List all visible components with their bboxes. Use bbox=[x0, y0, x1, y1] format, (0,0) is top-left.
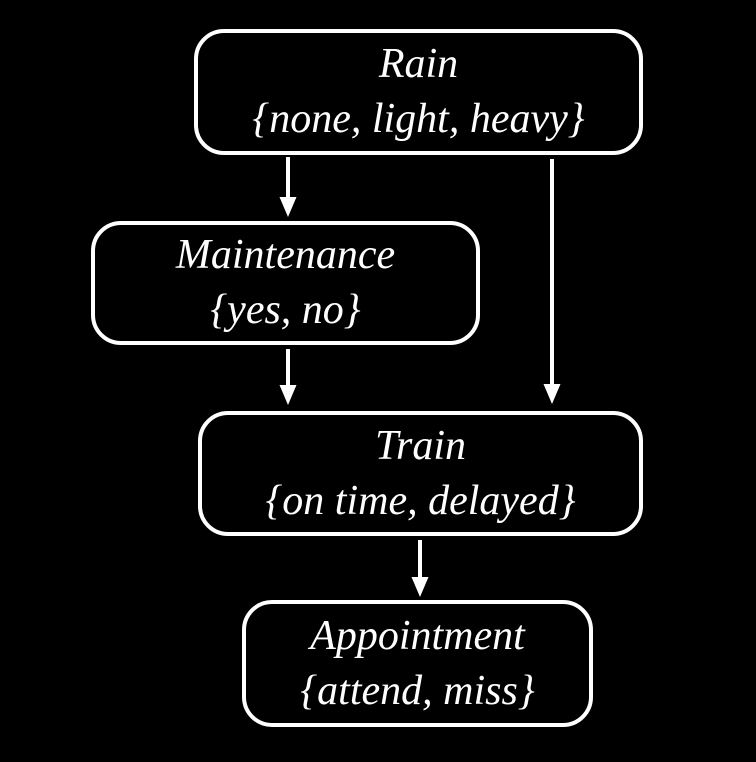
node-rain: Rain {none, light, heavy} bbox=[194, 29, 643, 155]
edge-rain-to-maintenance-arrowhead-icon bbox=[279, 197, 297, 217]
edge-rain-to-train-arrowhead-icon bbox=[543, 384, 561, 404]
node-train-values: {on time, delayed} bbox=[265, 477, 576, 524]
edge-maintenance-to-train-arrowhead-icon bbox=[279, 385, 297, 405]
edge-rain-to-maintenance bbox=[279, 157, 297, 217]
node-rain-label: Rain bbox=[378, 41, 459, 88]
edge-rain-to-train bbox=[543, 159, 561, 404]
node-rain-values: {none, light, heavy} bbox=[252, 96, 585, 142]
node-appointment-label: Appointment bbox=[310, 612, 525, 659]
node-appointment: Appointment {attend, miss} bbox=[242, 600, 593, 727]
node-train: Train {on time, delayed} bbox=[198, 411, 643, 536]
edge-train-to-appointment bbox=[411, 540, 429, 597]
edge-maintenance-to-train bbox=[279, 349, 297, 405]
edge-train-to-appointment-arrowhead-icon bbox=[411, 577, 429, 597]
node-maintenance-values: {yes, no} bbox=[210, 287, 361, 333]
node-maintenance: Maintenance {yes, no} bbox=[91, 221, 480, 345]
node-appointment-values: {attend, miss} bbox=[300, 667, 535, 714]
node-train-label: Train bbox=[374, 422, 467, 469]
node-maintenance-label: Maintenance bbox=[175, 232, 396, 279]
